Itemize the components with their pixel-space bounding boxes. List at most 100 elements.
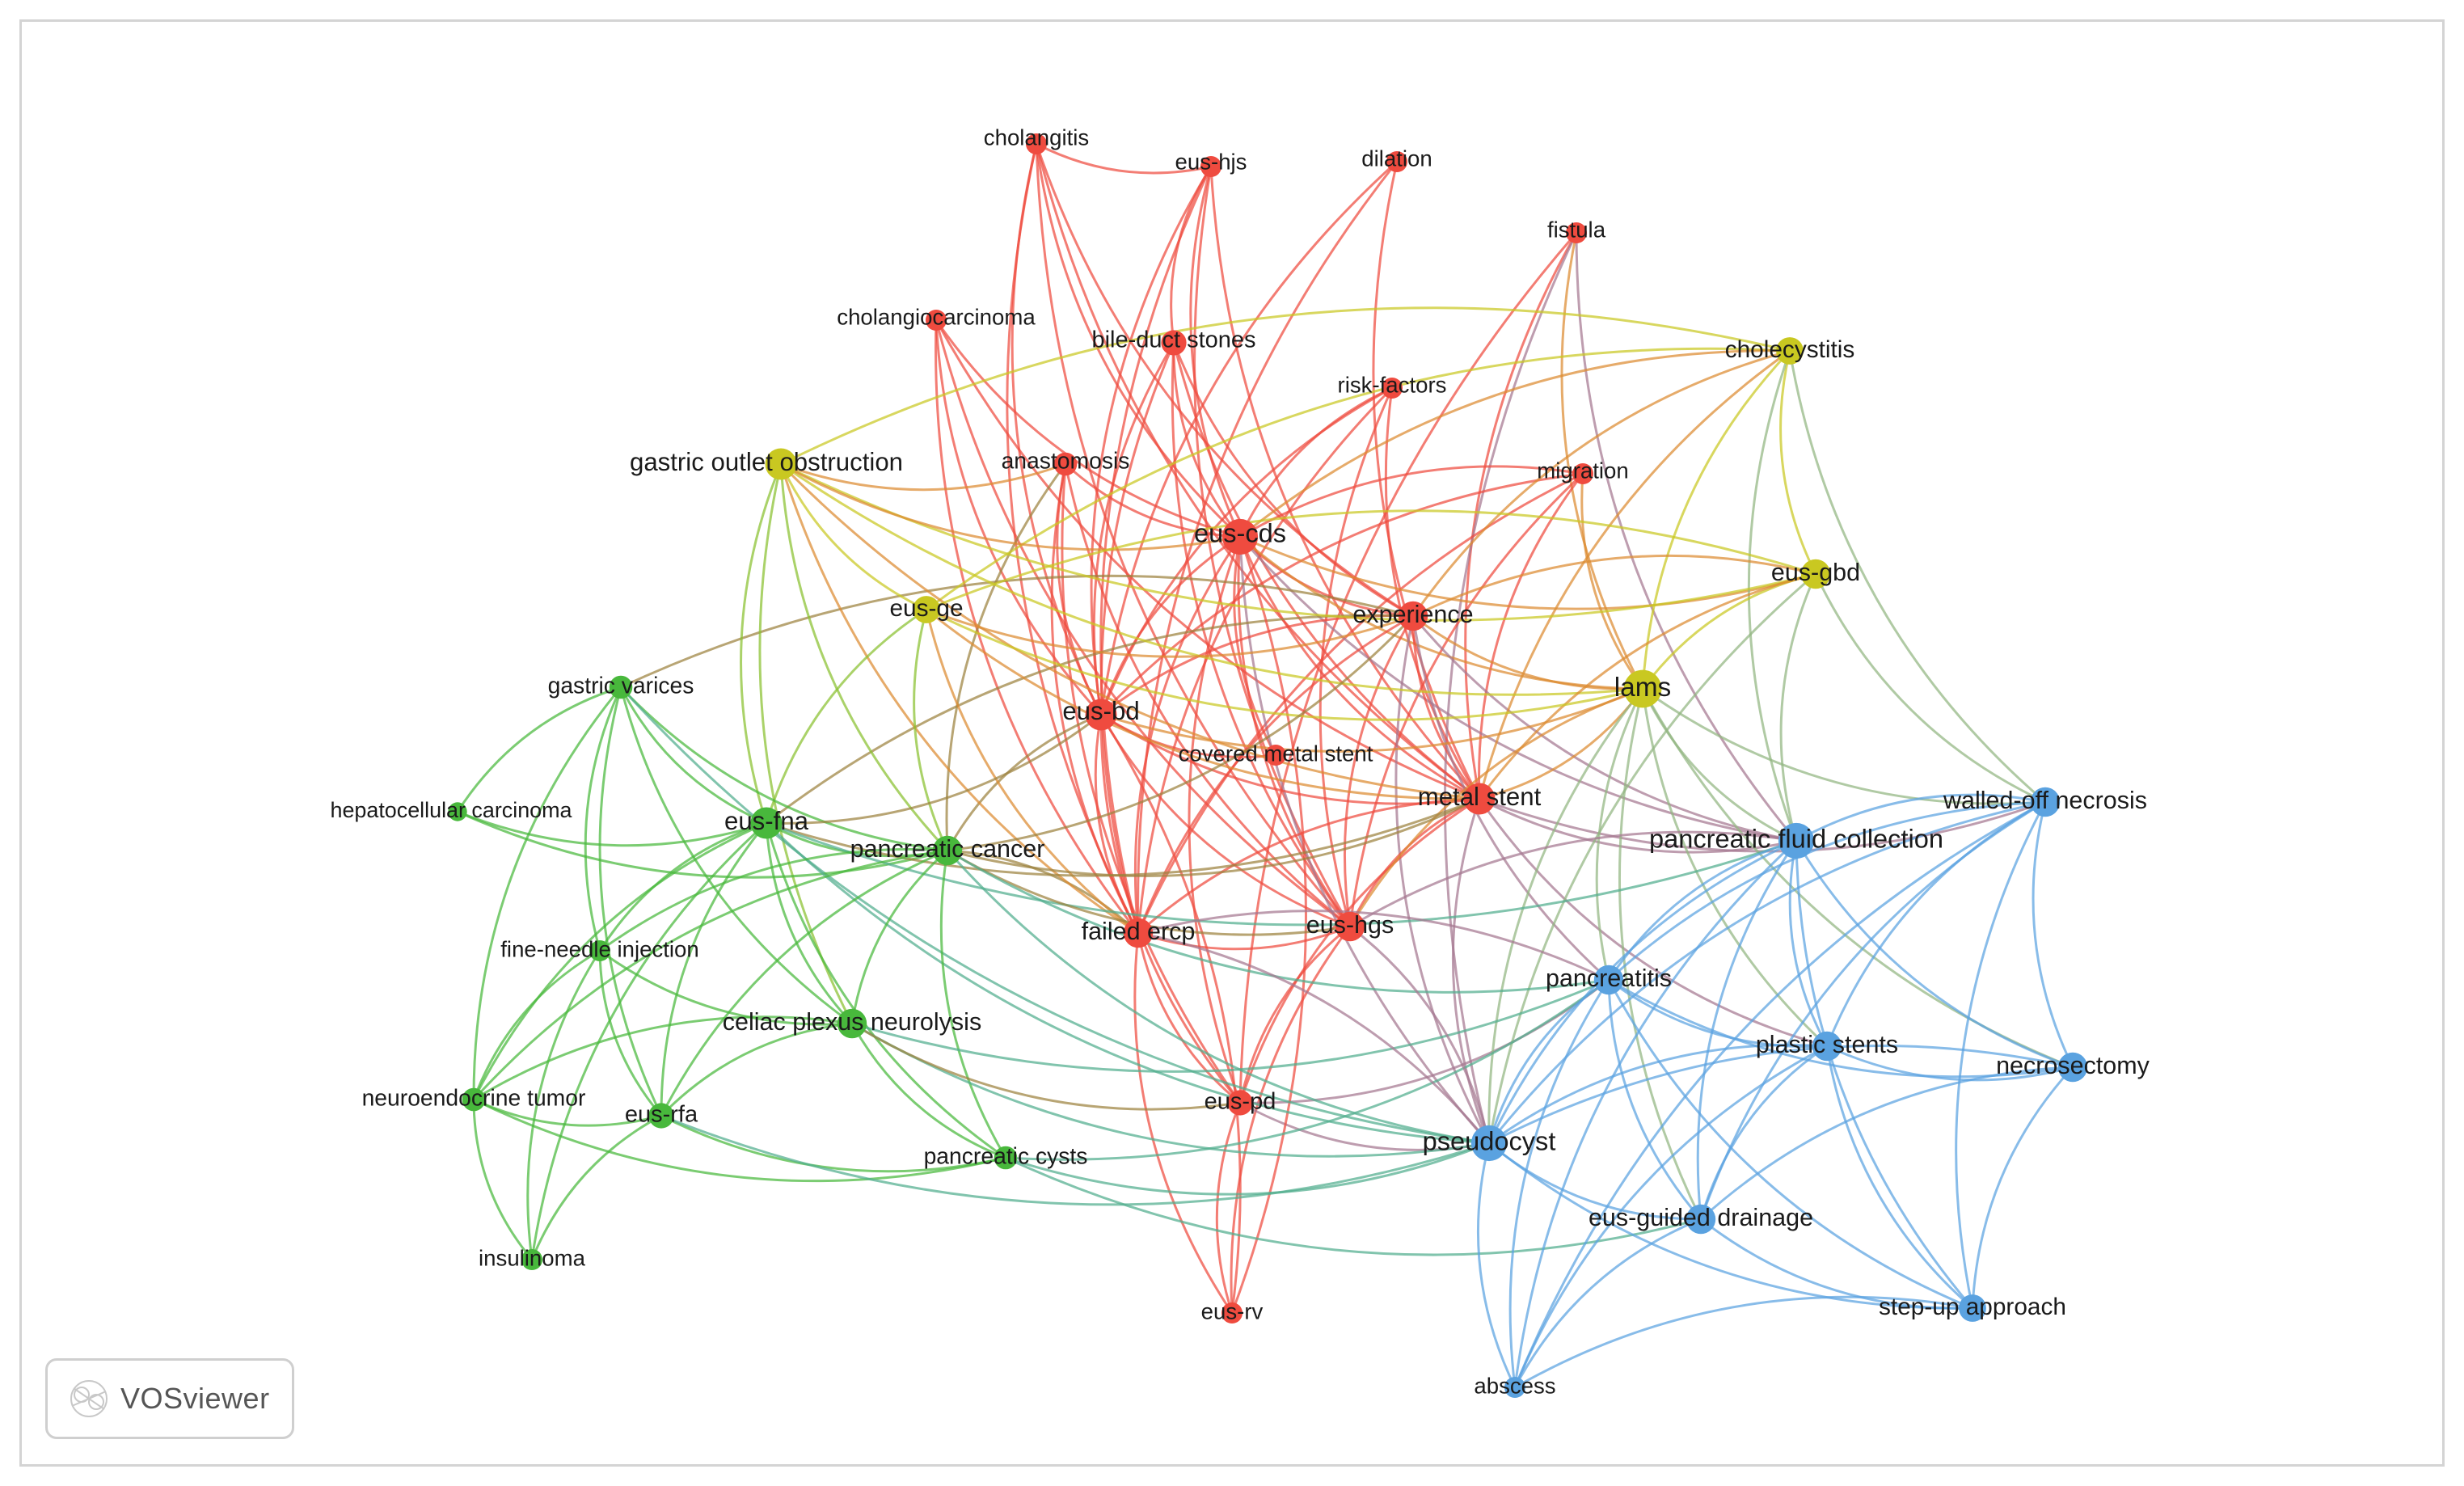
label-pancreatitis[interactable]: pancreatitis xyxy=(1546,965,1672,992)
node-eus-rv[interactable] xyxy=(1221,1302,1243,1323)
node-covered-metal-stent[interactable] xyxy=(1265,745,1286,766)
node-eus-guided-drainage[interactable] xyxy=(1686,1204,1716,1235)
node-hepatocellular-carcinoma[interactable] xyxy=(448,802,467,821)
label-eus-rfa[interactable]: eus-rfa xyxy=(625,1102,698,1128)
link-cholecystitis-lams xyxy=(1641,349,1791,690)
label-abscess[interactable]: abscess xyxy=(1474,1373,1555,1398)
label-eus-cds[interactable]: eus-cds xyxy=(1194,518,1286,548)
label-eus-ge[interactable]: eus-ge xyxy=(889,595,963,622)
label-cholangiocarcinoma[interactable]: cholangiocarcinoma xyxy=(837,304,1036,329)
node-lams[interactable] xyxy=(1623,669,1662,708)
label-gastric-varices[interactable]: gastric varices xyxy=(548,672,694,698)
label-fine-needle-injection[interactable]: fine-needle injection xyxy=(500,936,698,961)
vosviewer-logo[interactable]: VOSviewer xyxy=(45,1358,294,1439)
node-pseudocyst[interactable] xyxy=(1470,1125,1508,1162)
node-walled-off-necrosis[interactable] xyxy=(2030,787,2061,817)
label-gastric-outlet-obstruction[interactable]: gastric outlet obstruction xyxy=(630,448,903,476)
label-eus-guided-drainage[interactable]: eus-guided drainage xyxy=(1589,1204,1813,1231)
node-insulinoma[interactable] xyxy=(521,1249,542,1270)
link-eus-bd-lams xyxy=(1100,687,1643,753)
node-pancreatitis[interactable] xyxy=(1593,965,1624,995)
node-neuroendocrine-tumor[interactable] xyxy=(462,1087,486,1112)
label-dilation[interactable]: dilation xyxy=(1361,146,1432,171)
label-eus-fna[interactable]: eus-fna xyxy=(724,807,809,835)
link-eus-bd-pancreatic-cancer xyxy=(946,713,1102,851)
label-experience[interactable]: experience xyxy=(1352,601,1473,628)
label-anastomosis[interactable]: anastomosis xyxy=(1002,447,1130,473)
node-plastic-stents[interactable] xyxy=(1812,1031,1842,1062)
label-insulinoma[interactable]: insulinoma xyxy=(479,1245,586,1270)
label-necrosectomy[interactable]: necrosectomy xyxy=(1996,1052,2150,1079)
node-eus-bd[interactable] xyxy=(1085,699,1117,731)
node-pancreatic-cysts[interactable] xyxy=(994,1146,1018,1170)
label-risk-factors[interactable]: risk-factors xyxy=(1338,372,1447,397)
label-hepatocellular-carcinoma[interactable]: hepatocellular carcinoma xyxy=(331,798,572,822)
node-celiac-plexus-neurolysis[interactable] xyxy=(837,1008,867,1039)
link-walled-off-necrosis-necrosectomy xyxy=(2032,801,2074,1068)
label-cholangitis[interactable]: cholangitis xyxy=(984,125,1089,150)
label-walled-off-necrosis[interactable]: walled-off necrosis xyxy=(1943,787,2147,814)
label-covered-metal-stent[interactable]: covered metal stent xyxy=(1179,741,1373,766)
label-neuroendocrine-tumor[interactable]: neuroendocrine tumor xyxy=(362,1084,586,1110)
node-eus-ge[interactable] xyxy=(913,596,940,623)
label-eus-gbd[interactable]: eus-gbd xyxy=(1771,559,1860,586)
node-risk-factors[interactable] xyxy=(1382,378,1403,399)
node-pancreatic-cancer[interactable] xyxy=(932,835,963,866)
node-abscess[interactable] xyxy=(1504,1377,1525,1398)
node-cholecystitis[interactable] xyxy=(1776,337,1804,365)
link-neuroendocrine-tumor-pancreatic-cysts xyxy=(473,1098,1006,1183)
label-pancreatic-cysts[interactable]: pancreatic cysts xyxy=(924,1142,1088,1168)
link-eus-ge-experience xyxy=(926,608,1414,658)
label-pancreatic-cancer[interactable]: pancreatic cancer xyxy=(850,835,1045,863)
node-experience[interactable] xyxy=(1398,601,1428,631)
node-fine-needle-injection[interactable] xyxy=(589,940,610,961)
label-pancreatic-fluid-collection[interactable]: pancreatic fluid collection xyxy=(1649,824,1943,854)
node-anastomosis[interactable] xyxy=(1053,452,1078,476)
link-fistula-metal-stent xyxy=(1464,232,1578,800)
link-migration-lams xyxy=(1580,473,1644,690)
label-metal-stent[interactable]: metal stent xyxy=(1418,783,1542,811)
node-gastric-varices[interactable] xyxy=(609,675,633,699)
node-pancreatic-fluid-collection[interactable] xyxy=(1778,822,1815,859)
label-cholecystitis[interactable]: cholecystitis xyxy=(1725,336,1855,363)
node-eus-cds[interactable] xyxy=(1221,518,1259,555)
node-failed-ercp[interactable] xyxy=(1123,918,1154,948)
label-plastic-stents[interactable]: plastic stents xyxy=(1756,1031,1898,1058)
label-pseudocyst[interactable]: pseudocyst xyxy=(1423,1126,1556,1156)
label-eus-hgs[interactable]: eus-hgs xyxy=(1306,911,1394,939)
node-gastric-outlet-obstruction[interactable] xyxy=(765,448,797,480)
node-eus-fna[interactable] xyxy=(750,807,783,839)
label-step-up-approach[interactable]: step-up approach xyxy=(1879,1294,2066,1320)
node-bile-duct-stones[interactable] xyxy=(1161,330,1187,356)
node-eus-hjs[interactable] xyxy=(1200,156,1221,177)
node-dilation[interactable] xyxy=(1386,151,1407,172)
label-lams[interactable]: lams xyxy=(1614,673,1672,703)
node-fistula[interactable] xyxy=(1566,222,1587,243)
link-failed-ercp-eus-hgs xyxy=(1137,925,1351,951)
label-eus-pd[interactable]: eus-pd xyxy=(1205,1089,1276,1115)
label-eus-hjs[interactable]: eus-hjs xyxy=(1175,149,1247,174)
label-celiac-plexus-neurolysis[interactable]: celiac plexus neurolysis xyxy=(723,1008,981,1036)
node-metal-stent[interactable] xyxy=(1463,783,1496,815)
link-metal-stent-pancreatic-fluid-collection xyxy=(1479,797,1797,854)
node-migration[interactable] xyxy=(1572,463,1593,484)
node-eus-rfa[interactable] xyxy=(648,1103,674,1129)
node-eus-gbd[interactable] xyxy=(1800,559,1831,589)
link-eus-cds-eus-pd xyxy=(1188,536,1242,1104)
node-step-up-approach[interactable] xyxy=(1959,1294,1986,1322)
link-eus-gbd-eus-ge xyxy=(926,509,1816,611)
label-migration[interactable]: migration xyxy=(1537,458,1629,483)
node-eus-pd[interactable] xyxy=(1227,1090,1253,1116)
label-eus-bd[interactable]: eus-bd xyxy=(1062,697,1139,725)
label-eus-rv[interactable]: eus-rv xyxy=(1201,1298,1264,1323)
link-celiac-plexus-neurolysis-pseudocyst xyxy=(851,1022,1490,1158)
node-necrosectomy[interactable] xyxy=(2057,1052,2088,1083)
node-eus-hgs[interactable] xyxy=(1335,911,1365,942)
node-cholangitis[interactable] xyxy=(1026,133,1047,154)
label-fistula[interactable]: fistula xyxy=(1547,217,1606,242)
node-cholangiocarcinoma[interactable] xyxy=(926,310,947,331)
label-bile-duct-stones[interactable]: bile-duct stones xyxy=(1091,327,1255,353)
label-failed-ercp[interactable]: failed ercp xyxy=(1082,918,1196,945)
link-step-up-approach-abscess xyxy=(1514,1295,1973,1389)
